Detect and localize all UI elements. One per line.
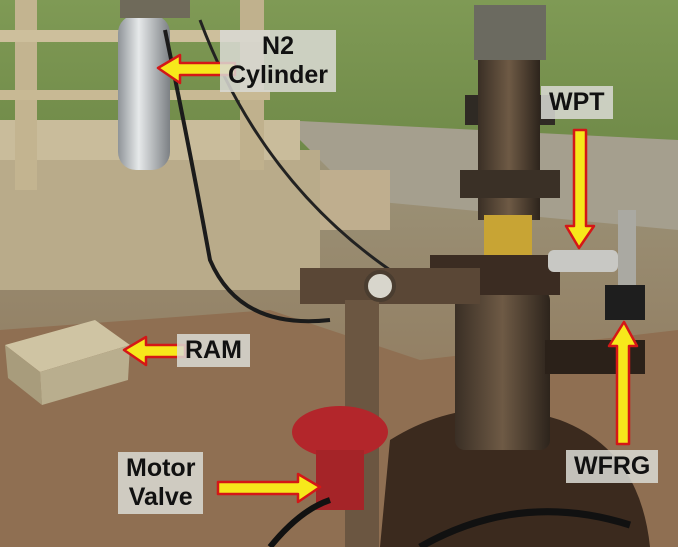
label-wfrg: WFRG [566, 450, 659, 483]
arrow-wfrg [607, 320, 639, 446]
ram-case-front [5, 345, 42, 405]
arrow-motor-valve [216, 472, 322, 504]
label-ram-text: RAM [185, 336, 242, 364]
casing-head [455, 290, 550, 450]
motor-valve-diaphragm [292, 406, 388, 458]
concrete-base [0, 150, 320, 290]
ground-hose [418, 508, 632, 547]
wfrg-gauge-tube [618, 210, 636, 290]
brass-fitting [484, 215, 532, 260]
ram-case-side [40, 345, 130, 405]
label-n2-line2: Cylinder [228, 61, 329, 89]
label-wpt: WPT [541, 86, 613, 119]
arrow-wpt [564, 128, 596, 250]
label-wfrg-text: WFRG [574, 452, 651, 480]
cylinder-regulator [120, 0, 190, 18]
wfrg-gauge-body [605, 285, 645, 320]
label-n2-line1: N2 [262, 32, 294, 60]
label-n2-cylinder: N2 Cylinder [220, 30, 337, 92]
label-motor-valve: Motor Valve [118, 452, 204, 514]
wellhead-top-cap [474, 5, 546, 60]
hose-line [163, 29, 331, 324]
wellhead-flange-2 [460, 170, 560, 198]
pressure-gauge [364, 270, 396, 302]
hose-line-2 [198, 19, 391, 272]
label-motor-line1: Motor [126, 454, 196, 482]
motor-valve-hose [267, 497, 332, 547]
label-wpt-text: WPT [549, 88, 605, 116]
label-motor-line2: Valve [128, 483, 193, 511]
concrete-step [320, 170, 390, 230]
label-ram: RAM [177, 334, 250, 367]
n2-cylinder [118, 15, 170, 170]
ram-case-top [5, 320, 130, 372]
wpt-transducer [548, 250, 618, 272]
